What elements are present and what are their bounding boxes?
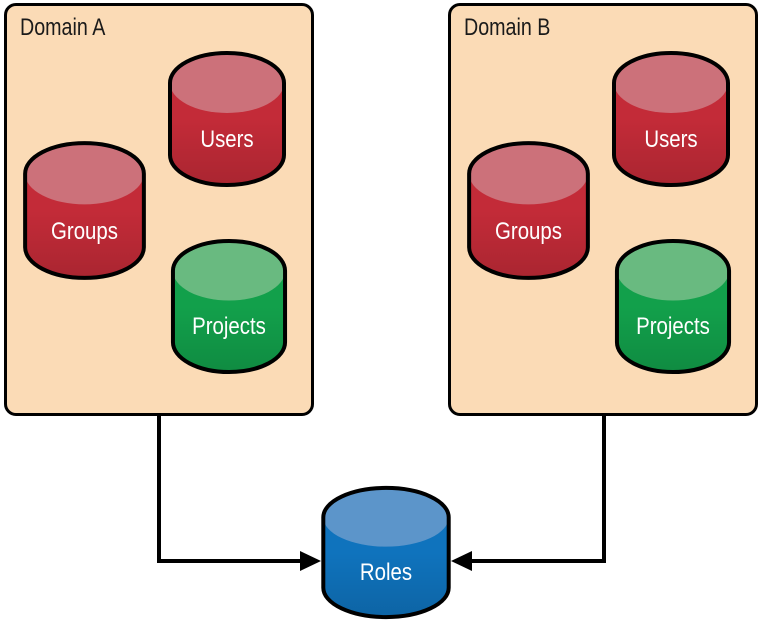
cylinder-label: Projects — [636, 313, 710, 341]
domain-a-title: Domain A — [20, 14, 106, 41]
cylinder-groups-domain-b: Groups — [466, 140, 591, 281]
arrowhead-left-icon — [451, 551, 472, 571]
database-cylinder-icon — [611, 50, 731, 188]
cylinder-users-domain-a: Users — [167, 50, 287, 188]
cylinder-label: Roles — [359, 558, 413, 586]
arrowhead-right-icon — [300, 551, 321, 571]
cylinder-users-domain-b: Users — [611, 50, 731, 188]
cylinder-groups-domain-a: Groups — [22, 140, 147, 281]
cylinder-label: Users — [200, 125, 254, 153]
database-cylinder-icon — [170, 238, 288, 375]
domain-b-title: Domain B — [464, 14, 551, 41]
cylinder-projects-domain-a: Projects — [170, 238, 288, 375]
cylinder-label: Projects — [192, 313, 266, 341]
cylinder-label: Users — [644, 125, 698, 153]
arrow-domain-b-to-roles — [472, 415, 606, 563]
cylinder-label: Groups — [495, 217, 562, 245]
database-cylinder-icon — [614, 238, 732, 375]
cylinder-label: Groups — [51, 217, 118, 245]
database-cylinder-icon — [22, 140, 147, 281]
database-cylinder-icon — [320, 485, 452, 620]
database-cylinder-icon — [167, 50, 287, 188]
cylinder-roles-shared: Roles — [320, 485, 452, 620]
database-cylinder-icon — [466, 140, 591, 281]
cylinder-projects-domain-b: Projects — [614, 238, 732, 375]
arrow-domain-a-to-roles — [157, 415, 300, 563]
